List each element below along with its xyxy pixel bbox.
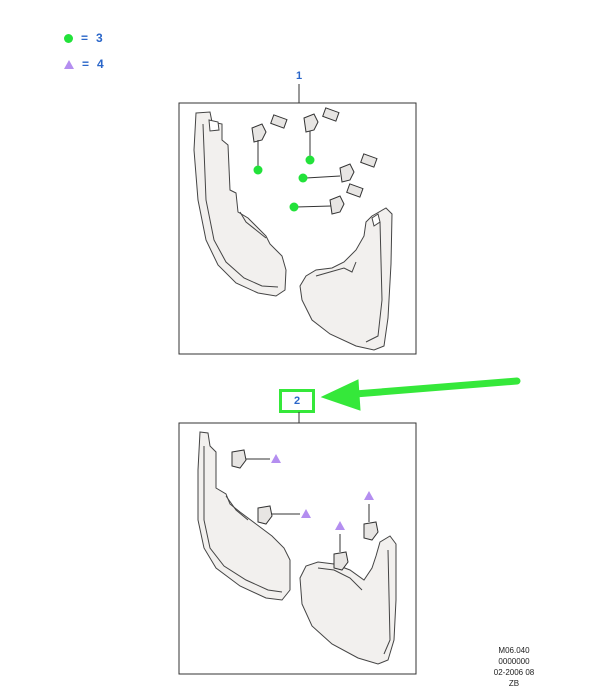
mudflap-left-1 — [193, 111, 287, 297]
panel-2 — [178, 422, 417, 675]
clips-panel-1 — [251, 107, 378, 215]
drawing-id-line2: 0000000 — [498, 657, 530, 666]
mudflap-right-2 — [299, 535, 397, 665]
drawing-id-line4: ZB — [508, 679, 520, 688]
clip-leader-lines — [257, 131, 341, 208]
purple-triangle-icon — [271, 454, 281, 463]
mudflap-right-1 — [299, 207, 393, 351]
drawing-id: M06.040 0000000 02-2006 08 ZB — [484, 645, 544, 689]
clips-panel-2 — [231, 449, 379, 571]
drawing-id-line1: M06.040 — [498, 646, 530, 655]
purple-triangle-icon — [364, 491, 374, 500]
callout-1[interactable]: 1 — [296, 70, 303, 82]
green-dot-icon — [289, 202, 299, 212]
panel-1 — [178, 102, 417, 355]
drawing-id-line3: 02-2006 08 — [493, 668, 535, 677]
mudflap-left-2 — [197, 431, 291, 601]
legend-value-green: 3 — [96, 31, 103, 45]
legend-row-green: = 3 — [64, 31, 103, 45]
highlight-box[interactable] — [279, 389, 315, 413]
legend-equals: = — [81, 31, 89, 45]
legend-equals: = — [82, 57, 90, 71]
green-dots — [253, 155, 315, 212]
purple-triangle-icon — [64, 59, 74, 69]
green-dot-icon — [253, 165, 263, 175]
green-dot-icon — [298, 173, 308, 183]
purple-triangle-icon — [335, 521, 345, 530]
callout-2[interactable]: 2 — [294, 395, 301, 407]
green-dot-icon — [305, 155, 315, 165]
legend-value-purple: 4 — [97, 57, 104, 71]
purple-triangle-icon — [301, 509, 311, 518]
purple-triangles — [271, 454, 374, 530]
green-dot-icon — [64, 33, 73, 43]
pointer-arrow — [320, 377, 521, 411]
clip-leader-lines-2 — [246, 458, 370, 552]
legend-row-purple: = 4 — [64, 57, 104, 71]
